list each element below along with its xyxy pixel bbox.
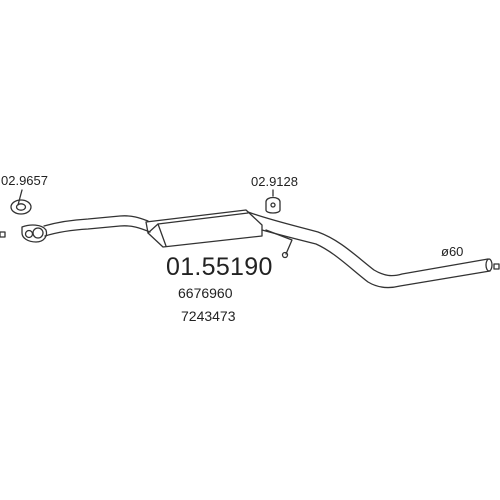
gasket-leader-line xyxy=(17,189,23,206)
inlet-flange-bore xyxy=(32,227,44,239)
front-pipe-lower xyxy=(44,225,151,237)
inlet-flange-bolt-hole xyxy=(24,229,34,239)
rear-pipe-lower xyxy=(261,229,491,289)
oem-reference-1: 6676960 xyxy=(178,285,233,301)
front-pipe xyxy=(43,215,149,227)
hanger-part-label: 02.9128 xyxy=(251,174,298,189)
sensor-bracket xyxy=(265,229,293,255)
right-end-marker xyxy=(493,263,500,270)
gasket-ring xyxy=(10,199,32,215)
middle-silencer-face xyxy=(157,223,167,247)
rear-pipe-outlet xyxy=(485,258,493,272)
inlet-flange xyxy=(21,224,48,243)
sensor-bracket-end xyxy=(281,251,289,259)
middle-silencer xyxy=(145,209,263,248)
oem-reference-2: 7243473 xyxy=(181,308,236,324)
rear-pipe-upper xyxy=(247,211,489,277)
left-end-marker xyxy=(0,231,6,238)
main-part-number: 01.55190 xyxy=(166,253,273,281)
gasket-ring-inner xyxy=(15,203,27,211)
rubber-hanger xyxy=(265,196,281,214)
gasket-part-label: 02.9657 xyxy=(1,173,48,188)
pipe-diameter-label: ø60 xyxy=(441,244,464,259)
rubber-hanger-hole xyxy=(270,202,276,208)
